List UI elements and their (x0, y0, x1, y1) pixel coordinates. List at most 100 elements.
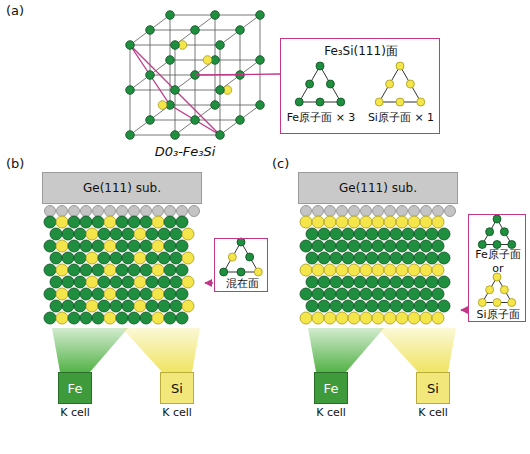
si-atom (432, 264, 444, 276)
fe-atom (164, 240, 176, 252)
si-atom (396, 264, 408, 276)
node-text: or (492, 262, 503, 275)
fe-atom (158, 276, 170, 288)
fe-atom (348, 240, 360, 252)
fe-atom (110, 252, 122, 264)
fe-atom (236, 116, 245, 125)
fe-atom (176, 216, 188, 228)
si-atom (134, 300, 146, 312)
ge-atom (57, 206, 68, 217)
si-atom (360, 216, 372, 228)
fe-atom (318, 228, 330, 240)
fe-atom (80, 216, 92, 228)
structure-label: D0₃-Fe₃Si (155, 144, 216, 159)
fe-atom (438, 276, 450, 288)
si-atom (372, 312, 384, 324)
substrate-box: Ge(111) sub. (42, 172, 202, 204)
inset-box: Fe₃Si(111)面Fe原子面 × 3Si原子面 × 1 (280, 38, 440, 134)
si-atom (324, 216, 336, 228)
fe-atom (92, 288, 104, 300)
si-atom (336, 264, 348, 276)
ge-atom (165, 206, 176, 217)
fe-atom (396, 288, 408, 300)
fe-atom (402, 252, 414, 264)
atom-plane-triangle (220, 238, 263, 276)
fe-atom (324, 240, 336, 252)
fe-atom (402, 276, 414, 288)
fe-atom (126, 41, 135, 50)
fe-atom (164, 216, 176, 228)
fe-atom (164, 312, 176, 324)
fe-atom (420, 240, 432, 252)
ge-atom (81, 206, 92, 217)
si-atom (104, 312, 116, 324)
substrate-box: Ge(111) sub. (298, 172, 458, 204)
fe-atom (166, 11, 175, 20)
ge-atom (141, 206, 152, 217)
fe-atom (408, 288, 420, 300)
node-text: Si (427, 381, 439, 396)
si-atom (182, 252, 194, 264)
fe-atom (337, 98, 345, 106)
fe-atom (324, 288, 336, 300)
fe-atom (80, 312, 92, 324)
fe-atom (176, 312, 188, 324)
fe-atom (216, 86, 225, 95)
si-atom (56, 216, 68, 228)
fe-atom (306, 80, 314, 88)
si-atom (56, 288, 68, 300)
fe-atom (140, 264, 152, 276)
si-atom (396, 312, 408, 324)
fe-atom (166, 56, 175, 65)
fe-atom (170, 228, 182, 240)
fe-atom (68, 216, 80, 228)
si-atom (312, 216, 324, 228)
ge-atom (349, 206, 360, 217)
fe-atom (68, 312, 80, 324)
fe-atom (128, 240, 140, 252)
fe-atom (68, 264, 80, 276)
si-atom (408, 312, 420, 324)
fe-atom (378, 252, 390, 264)
fe-atom (378, 300, 390, 312)
node-text: Si原子面 × 1 (368, 111, 434, 124)
fe-atom (216, 131, 225, 140)
fe-atom (432, 288, 444, 300)
fe-atom (318, 252, 330, 264)
fe-atom (237, 268, 245, 276)
cell-caption: K cell (60, 406, 90, 419)
fe-atom (62, 252, 74, 264)
fe-atom (170, 276, 182, 288)
si-atom (432, 216, 444, 228)
si-atom (134, 228, 146, 240)
leader-line (195, 74, 280, 75)
fe-atom (146, 300, 158, 312)
fe-atom (316, 98, 324, 106)
si-atom (432, 312, 444, 324)
panel-label: (b) (6, 156, 24, 171)
fe-atom (237, 238, 245, 246)
ge-atom (421, 206, 432, 217)
fe-atom (342, 252, 354, 264)
fe-atom (146, 252, 158, 264)
fe-atom (122, 252, 134, 264)
fe-atom (44, 264, 56, 276)
node-text: Fe (324, 381, 339, 396)
ge-atom (361, 206, 372, 217)
ge-atom (45, 206, 56, 217)
fe-atom (68, 240, 80, 252)
si-atom (300, 264, 312, 276)
fe-atom (300, 240, 312, 252)
si-atom (104, 288, 116, 300)
fe-atom (366, 228, 378, 240)
ge-atom (153, 206, 164, 217)
fe-atom (122, 300, 134, 312)
si-atom (56, 264, 68, 276)
fe-atom (128, 288, 140, 300)
fe-atom (384, 240, 396, 252)
fe-atom (74, 276, 86, 288)
fe-atom (50, 276, 62, 288)
si-atom (396, 216, 408, 228)
fe-atom (342, 276, 354, 288)
fe-atom (414, 276, 426, 288)
